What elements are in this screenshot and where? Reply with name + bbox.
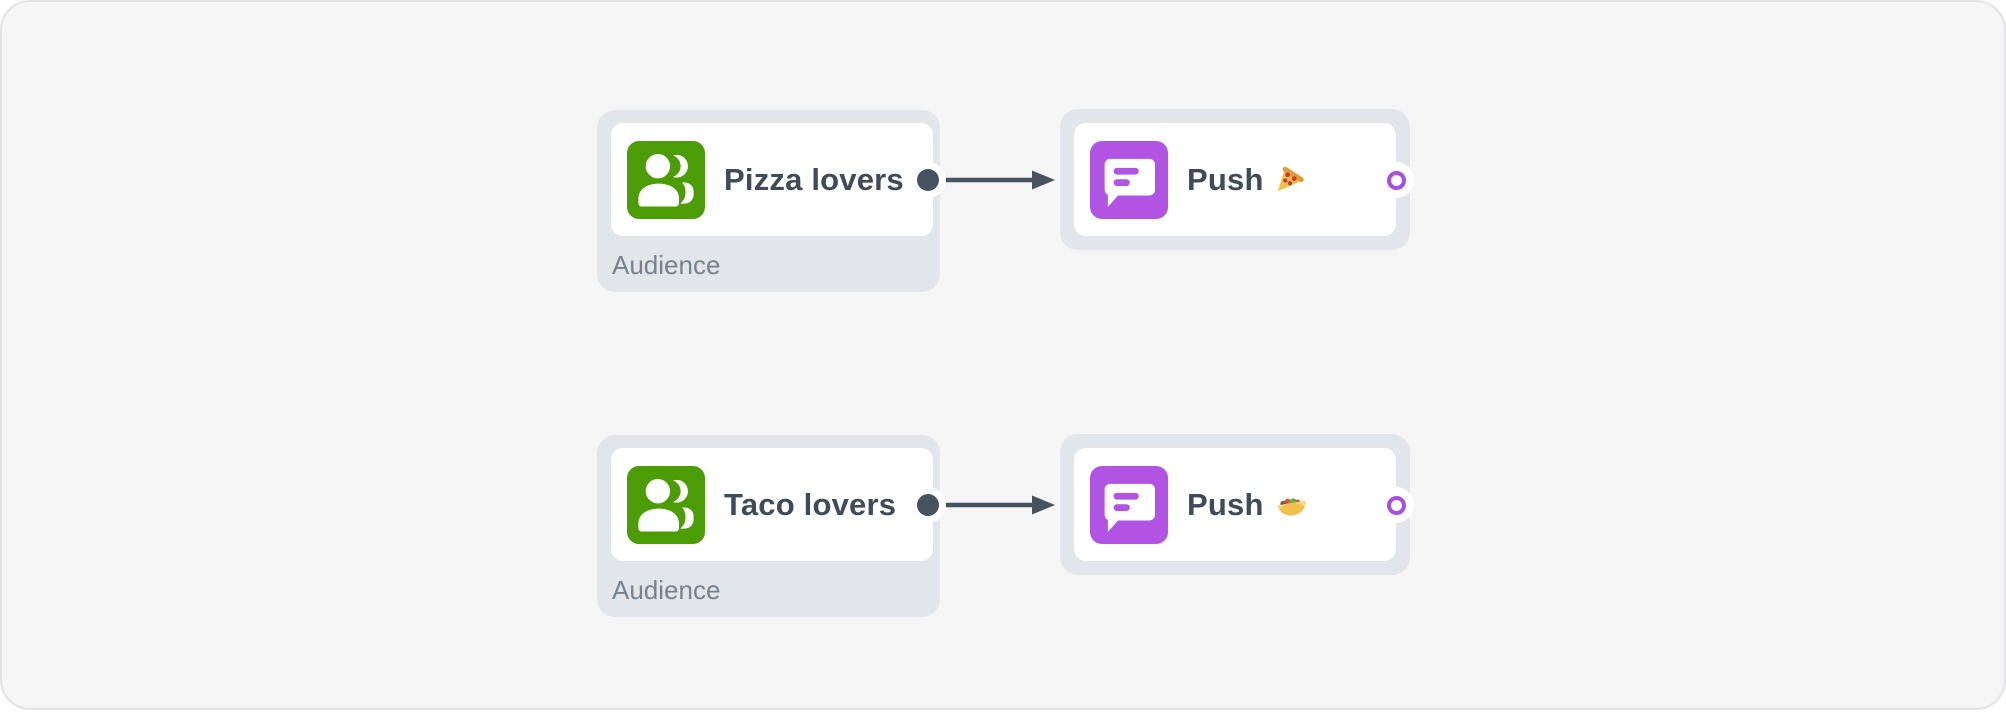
node-title: Push [1187, 487, 1309, 523]
audience-node-taco-lovers[interactable]: Taco lovers Audience [597, 435, 946, 617]
source-port[interactable] [910, 162, 946, 198]
target-port[interactable] [1378, 487, 1414, 523]
source-port-dot[interactable] [917, 169, 939, 191]
node-title: Taco lovers [724, 486, 897, 522]
source-port[interactable] [910, 487, 946, 523]
chat-message-icon [1090, 465, 1168, 544]
node-card[interactable]: Pizza lovers [611, 123, 933, 236]
pizza-emoji [1275, 165, 1305, 195]
chat-message-icon [1090, 140, 1168, 219]
target-port-ring[interactable] [1386, 495, 1406, 515]
people-icon [627, 140, 705, 219]
node-type-label: Audience [612, 250, 721, 280]
edge-arrow [938, 495, 1055, 515]
taco-emoji [1275, 491, 1309, 519]
audience-node-pizza-lovers[interactable]: Pizza lovers Audience [597, 110, 946, 292]
target-port[interactable] [1378, 162, 1414, 198]
node-title-text: Push [1187, 486, 1264, 522]
edge-arrow [938, 170, 1055, 190]
push-node-pizza[interactable]: Push [1060, 109, 1414, 250]
node-card[interactable]: Push [1074, 448, 1396, 561]
node-title: Pizza lovers [724, 161, 904, 197]
node-title: Push [1187, 162, 1305, 198]
node-card[interactable]: Taco lovers [611, 448, 933, 561]
push-node-taco[interactable]: Push [1060, 434, 1414, 575]
node-card[interactable]: Push [1074, 123, 1396, 236]
target-port-ring[interactable] [1386, 170, 1406, 190]
people-icon [627, 465, 705, 544]
node-type-label: Audience [612, 575, 721, 605]
source-port-dot[interactable] [917, 494, 939, 516]
node-title-text: Push [1187, 161, 1264, 197]
